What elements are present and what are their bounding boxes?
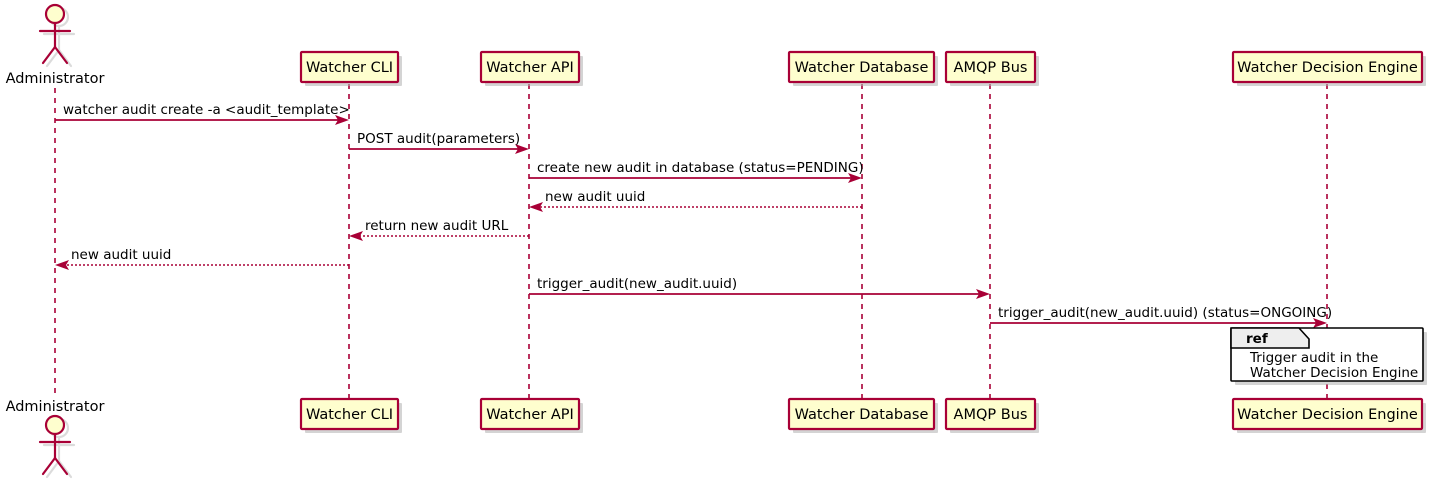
ref-fragment-tab-label: ref xyxy=(1246,331,1268,347)
participant-box xyxy=(479,397,581,431)
message-8[interactable]: trigger_audit(new_audit.uuid) (status=ON… xyxy=(990,305,1332,328)
message-label-4: new audit uuid xyxy=(545,189,645,205)
message-3[interactable]: create new audit in database (status=PEN… xyxy=(529,160,864,183)
message-label-3: create new audit in database (status=PEN… xyxy=(537,160,864,176)
participant-box xyxy=(299,397,400,431)
arrowhead-right-icon xyxy=(515,144,529,154)
ref-fragment[interactable]: ref Trigger audit in the Watcher Decisio… xyxy=(1230,327,1427,385)
participant-box-watcher-cli-top[interactable]: Watcher CLI xyxy=(299,50,402,86)
actor-head-icon xyxy=(44,414,66,436)
ref-fragment-tab xyxy=(1230,327,1310,349)
message-label-7: trigger_audit(new_audit.uuid) xyxy=(537,276,737,292)
message-label-5: return new audit URL xyxy=(365,218,509,234)
participant-box xyxy=(1231,397,1424,431)
participant-box-watcher-decision-engine-bottom[interactable]: Watcher Decision Engine xyxy=(1231,397,1426,433)
participant-label-watcher-api: Watcher API xyxy=(486,60,574,76)
participant-box-amqp-bus-top[interactable]: AMQP Bus xyxy=(944,50,1039,86)
arrowhead-left-icon xyxy=(55,260,69,270)
participant-box xyxy=(479,50,581,84)
participant-box xyxy=(787,50,936,84)
participant-box xyxy=(944,50,1037,84)
participant-box xyxy=(299,50,400,84)
arrowhead-right-icon xyxy=(1313,318,1327,328)
message-4[interactable]: new audit uuid xyxy=(529,189,862,212)
arrowhead-right-icon xyxy=(848,173,862,183)
actor-administrator-top[interactable]: Administrator xyxy=(6,3,105,87)
arrowhead-left-icon xyxy=(529,202,543,212)
participant-label-watcher-database: Watcher Database xyxy=(795,407,929,423)
message-6[interactable]: new audit uuid xyxy=(55,247,349,270)
participant-label-watcher-decision-engine: Watcher Decision Engine xyxy=(1237,407,1418,423)
arrowhead-right-icon xyxy=(976,289,990,299)
actor-body-icon xyxy=(38,432,72,476)
ref-fragment-line-1: Trigger audit in the xyxy=(1249,350,1378,366)
actor-head-icon xyxy=(44,3,66,25)
participant-box-watcher-database-top[interactable]: Watcher Database xyxy=(787,50,938,86)
participant-box-amqp-bus-bottom[interactable]: AMQP Bus xyxy=(944,397,1039,433)
participant-label-watcher-database: Watcher Database xyxy=(795,60,929,76)
message-label-6: new audit uuid xyxy=(71,247,171,263)
message-2[interactable]: POST audit(parameters) xyxy=(349,131,529,154)
participant-box xyxy=(944,397,1037,431)
arrowhead-right-icon xyxy=(335,115,349,125)
participant-label-watcher-cli: Watcher CLI xyxy=(306,407,393,423)
participant-label-amqp-bus: AMQP Bus xyxy=(954,407,1028,423)
message-label-1: watcher audit create -a <audit_template> xyxy=(63,102,350,118)
participant-label-watcher-decision-engine: Watcher Decision Engine xyxy=(1237,60,1418,76)
actor-body-icon xyxy=(38,21,72,65)
actor-administrator-bottom[interactable]: Administrator xyxy=(6,399,105,479)
participant-label-watcher-api: Watcher API xyxy=(486,407,574,423)
participant-label-amqp-bus: AMQP Bus xyxy=(954,60,1028,76)
ref-fragment-line-2: Watcher Decision Engine xyxy=(1250,365,1418,381)
participant-box xyxy=(1231,50,1424,84)
participant-box xyxy=(787,397,936,431)
actor-label-administrator-bottom: Administrator xyxy=(6,399,105,415)
lifelines xyxy=(54,84,1328,398)
participant-box-watcher-api-top[interactable]: Watcher API xyxy=(479,50,583,86)
message-5[interactable]: return new audit URL xyxy=(349,218,529,241)
message-label-2: POST audit(parameters) xyxy=(357,131,520,147)
participant-box-watcher-decision-engine-top[interactable]: Watcher Decision Engine xyxy=(1231,50,1426,86)
participant-box-watcher-cli-bottom[interactable]: Watcher CLI xyxy=(299,397,402,433)
message-label-8: trigger_audit(new_audit.uuid) (status=ON… xyxy=(998,305,1332,321)
message-1[interactable]: watcher audit create -a <audit_template> xyxy=(55,102,350,125)
participant-box-watcher-database-bottom[interactable]: Watcher Database xyxy=(787,397,938,433)
actor-label-administrator-top: Administrator xyxy=(6,71,105,87)
participant-label-watcher-cli: Watcher CLI xyxy=(306,60,393,76)
participant-box-watcher-api-bottom[interactable]: Watcher API xyxy=(479,397,583,433)
arrowhead-left-icon xyxy=(349,231,363,241)
message-7[interactable]: trigger_audit(new_audit.uuid) xyxy=(529,276,990,299)
